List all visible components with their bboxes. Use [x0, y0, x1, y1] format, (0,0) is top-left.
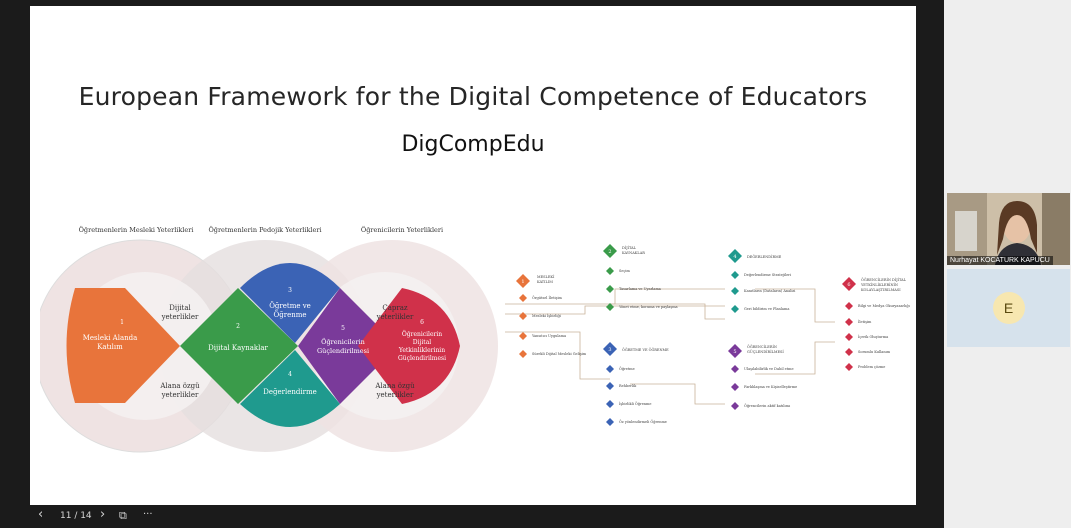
col5-item-3: Öğrencilerin aktif katılımı	[744, 403, 791, 408]
area-4-number: 4	[288, 371, 292, 378]
more-options-icon[interactable]: ···	[143, 509, 153, 520]
area-6-number: 6	[420, 319, 424, 326]
col1-item-2: Mesleki İşbirliği	[532, 313, 562, 318]
col6-header-2: YETKİNLİKLERİNİN	[860, 282, 898, 287]
col1-item-3: Yansıtıcı Uygulama	[531, 334, 566, 338]
area-2-shape	[180, 288, 298, 404]
flow-col1: 1 MESLEKİ KATILIM Örgütsel İletişim Mesl…	[516, 274, 587, 358]
col6-item-2: İletişim	[858, 319, 872, 324]
label-dijital-yeterlikler: Dijital	[169, 304, 191, 312]
col2-header-2: KAYNAKLAR	[622, 251, 645, 255]
flow-col5: 5 ÖĞRENCİLERİN GÜÇLENDİRİLMESİ Ulaşılabi…	[728, 344, 797, 410]
col6-header: ÖĞRENCİLERİN DİJİTAL	[861, 277, 907, 282]
area-6-label-4: Güçlendirilmesi	[398, 355, 446, 362]
col6-num: 6	[847, 282, 850, 288]
col2-num: 2	[608, 249, 611, 255]
slide-subtitle: DigCompEdu	[401, 132, 545, 157]
area-5-label-2: Güçlendirilmesi	[317, 347, 369, 355]
col6-item-3: İçerik Oluşturma	[858, 334, 888, 339]
presentation-stage: European Framework for the Digital Compe…	[0, 6, 944, 528]
area-3-label-2: Öğrenme	[274, 310, 307, 319]
area-4-shape	[240, 350, 340, 427]
previous-slide-icon[interactable]: ‹	[38, 507, 44, 522]
col4-header: ÖĞRETME VE ÖĞRENME	[622, 347, 669, 352]
participant-video-frame	[947, 193, 1070, 265]
label-capraz: Çapraz	[382, 304, 408, 312]
copy-icon[interactable]: ⧉	[119, 509, 127, 522]
col4-num: 3	[608, 347, 611, 353]
area-1-label-2: Katılım	[97, 343, 123, 351]
flow-col2: 2 DİJİTAL KAYNAKLAR Seçim Tasarlama ve U…	[603, 244, 678, 311]
area-3-number: 3	[288, 287, 292, 294]
slide-navigation-bar: ‹ 11 / 14 › ⧉ ···	[0, 505, 944, 528]
col4-item-2: Rehberlik	[619, 384, 637, 388]
col4-item-1: Öğretme	[619, 366, 635, 371]
area-1-number: 1	[120, 319, 124, 326]
area-3-label: Öğretme ve	[269, 301, 311, 310]
area-6-shape	[358, 288, 460, 404]
col3-item-3: Geri bildirim ve Planlama	[744, 307, 789, 311]
col5-num: 5	[733, 349, 736, 355]
label-alana-ozgu-right-2: yeterlikler	[376, 391, 414, 399]
digcompedu-venn-diagram: Öğretmenlerin Mesleki Yeterlikleri Öğret…	[40, 225, 498, 453]
label-alana-ozgu-left-2: yeterlikler	[161, 391, 199, 399]
flow-col4: 3 ÖĞRETME VE ÖĞRENME Öğretme Rehberlik İ…	[603, 342, 669, 426]
col6-item-1: Bilgi ve Medya Okuryazarlığı	[858, 304, 911, 308]
col3-item-1: Değerlendirme Stratejileri	[744, 273, 792, 277]
slide: European Framework for the Digital Compe…	[30, 6, 916, 505]
area-5-number: 5	[341, 325, 345, 332]
col1-item-1: Örgütsel İletişim	[532, 295, 563, 300]
col4-item-3: İşbirlikli Öğrenme	[619, 401, 651, 406]
col5-item-2: Farklılaşma ve Kişiselleştirme	[744, 385, 797, 389]
col3-header: DEĞERLENDİRME	[747, 254, 782, 259]
col2-item-1: Seçim	[619, 269, 631, 273]
avatar: E	[992, 292, 1025, 324]
col6-item-4: Sorumlu Kullanım	[858, 350, 891, 354]
venn-header-1: Öğretmenlerin Mesleki Yeterlikleri	[79, 225, 194, 234]
col5-header-2: GÜÇLENDİRİLMESİ	[747, 349, 784, 354]
col2-item-2: Tasarlama ve Uyarlama	[619, 287, 661, 291]
col6-header-3: KOLAYLAŞTIRILMASI	[861, 288, 901, 292]
participant-name-tag: Nurhayat KOCATURK KAPUCU	[947, 256, 1053, 265]
area-5-shape	[298, 288, 398, 404]
area-6-label-2: Dijital	[413, 339, 431, 346]
flow-col6: 6 ÖĞRENCİLERİN DİJİTAL YETKİNLİKLERİNİN …	[842, 277, 911, 371]
col2-header: DİJİTAL	[622, 245, 637, 250]
area-4-label: Değerlendirme	[263, 388, 316, 396]
area-2-number: 2	[236, 323, 240, 330]
col1-num: 1	[521, 279, 524, 285]
col3-num: 4	[733, 254, 736, 260]
flow-col3: 4 DEĞERLENDİRME Değerlendirme Stratejile…	[728, 249, 796, 313]
label-dijital-yeterlikler-2: yeterlikler	[161, 313, 199, 321]
label-alana-ozgu-left: Alana özgü	[159, 382, 200, 390]
page-indicator: 11 / 14	[60, 511, 92, 521]
area-6-label-3: Yetkinliklerinin	[398, 347, 445, 354]
col1-header: MESLEKİ	[537, 274, 555, 279]
slide-title: European Framework for the Digital Compe…	[78, 82, 868, 111]
col2-item-3: Yönet etme, koruma ve paylaşma	[618, 305, 678, 309]
label-alana-ozgu-right: Alana özgü	[374, 382, 415, 390]
area-1-label: Mesleki Alanda	[83, 334, 138, 342]
col5-header: ÖĞRENCİLERİN	[747, 344, 777, 349]
digcompedu-flow-diagram: 1 MESLEKİ KATILIM Örgütsel İletişim Mesl…	[505, 244, 911, 426]
col3-item-2: Kanıtların (Dataların) Analizi	[744, 289, 796, 293]
venn-header-3: Öğrenicilerin Yeterlikleri	[361, 225, 443, 234]
col1-item-4: Sürekli Dijital Mesleki Gelişim	[532, 352, 587, 356]
col4-item-4: Öz yönlendirmeli Öğrenme	[619, 419, 667, 424]
participant-video-tile[interactable]: Nurhayat KOCATURK KAPUCU	[947, 193, 1070, 265]
area-1-shape	[66, 288, 180, 403]
next-slide-icon[interactable]: ›	[100, 507, 106, 522]
col1-header-2: KATILIM	[537, 280, 553, 284]
area-2-label: Dijital Kaynaklar	[208, 344, 268, 352]
col5-item-1: Ulaşılabilirlik ve Dahil etme	[744, 367, 794, 371]
col6-item-5: Problem çözme	[858, 365, 885, 369]
label-capraz-2: yeterlikler	[376, 313, 414, 321]
participant-tile-e[interactable]: E	[947, 269, 1070, 347]
venn-header-2: Öğretmenlerin Pedojik Yeterlikleri	[208, 225, 321, 234]
area-3-shape	[240, 263, 340, 343]
area-5-label: Öğrenicilerin	[321, 337, 365, 346]
area-6-label: Öğrenicilerin	[402, 331, 442, 338]
flow-connectors	[505, 288, 835, 405]
